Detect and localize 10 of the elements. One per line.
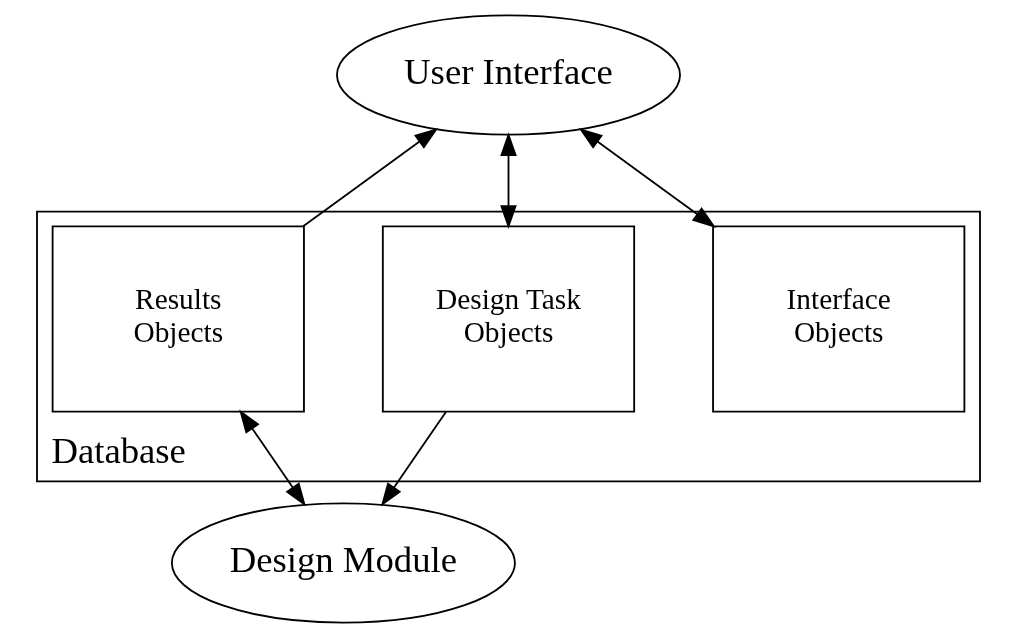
node-ellipse: User Interface xyxy=(336,14,681,136)
arrow xyxy=(302,127,439,228)
arrow xyxy=(578,127,717,228)
node-box: Interface Objects xyxy=(712,225,966,413)
arrow xyxy=(380,410,447,507)
node-box: Results Objects xyxy=(51,225,305,413)
node-box: Design Task Objects xyxy=(381,225,636,413)
arrow xyxy=(239,409,306,507)
node-ellipse: Design Module xyxy=(170,502,516,624)
arrow xyxy=(500,132,517,229)
